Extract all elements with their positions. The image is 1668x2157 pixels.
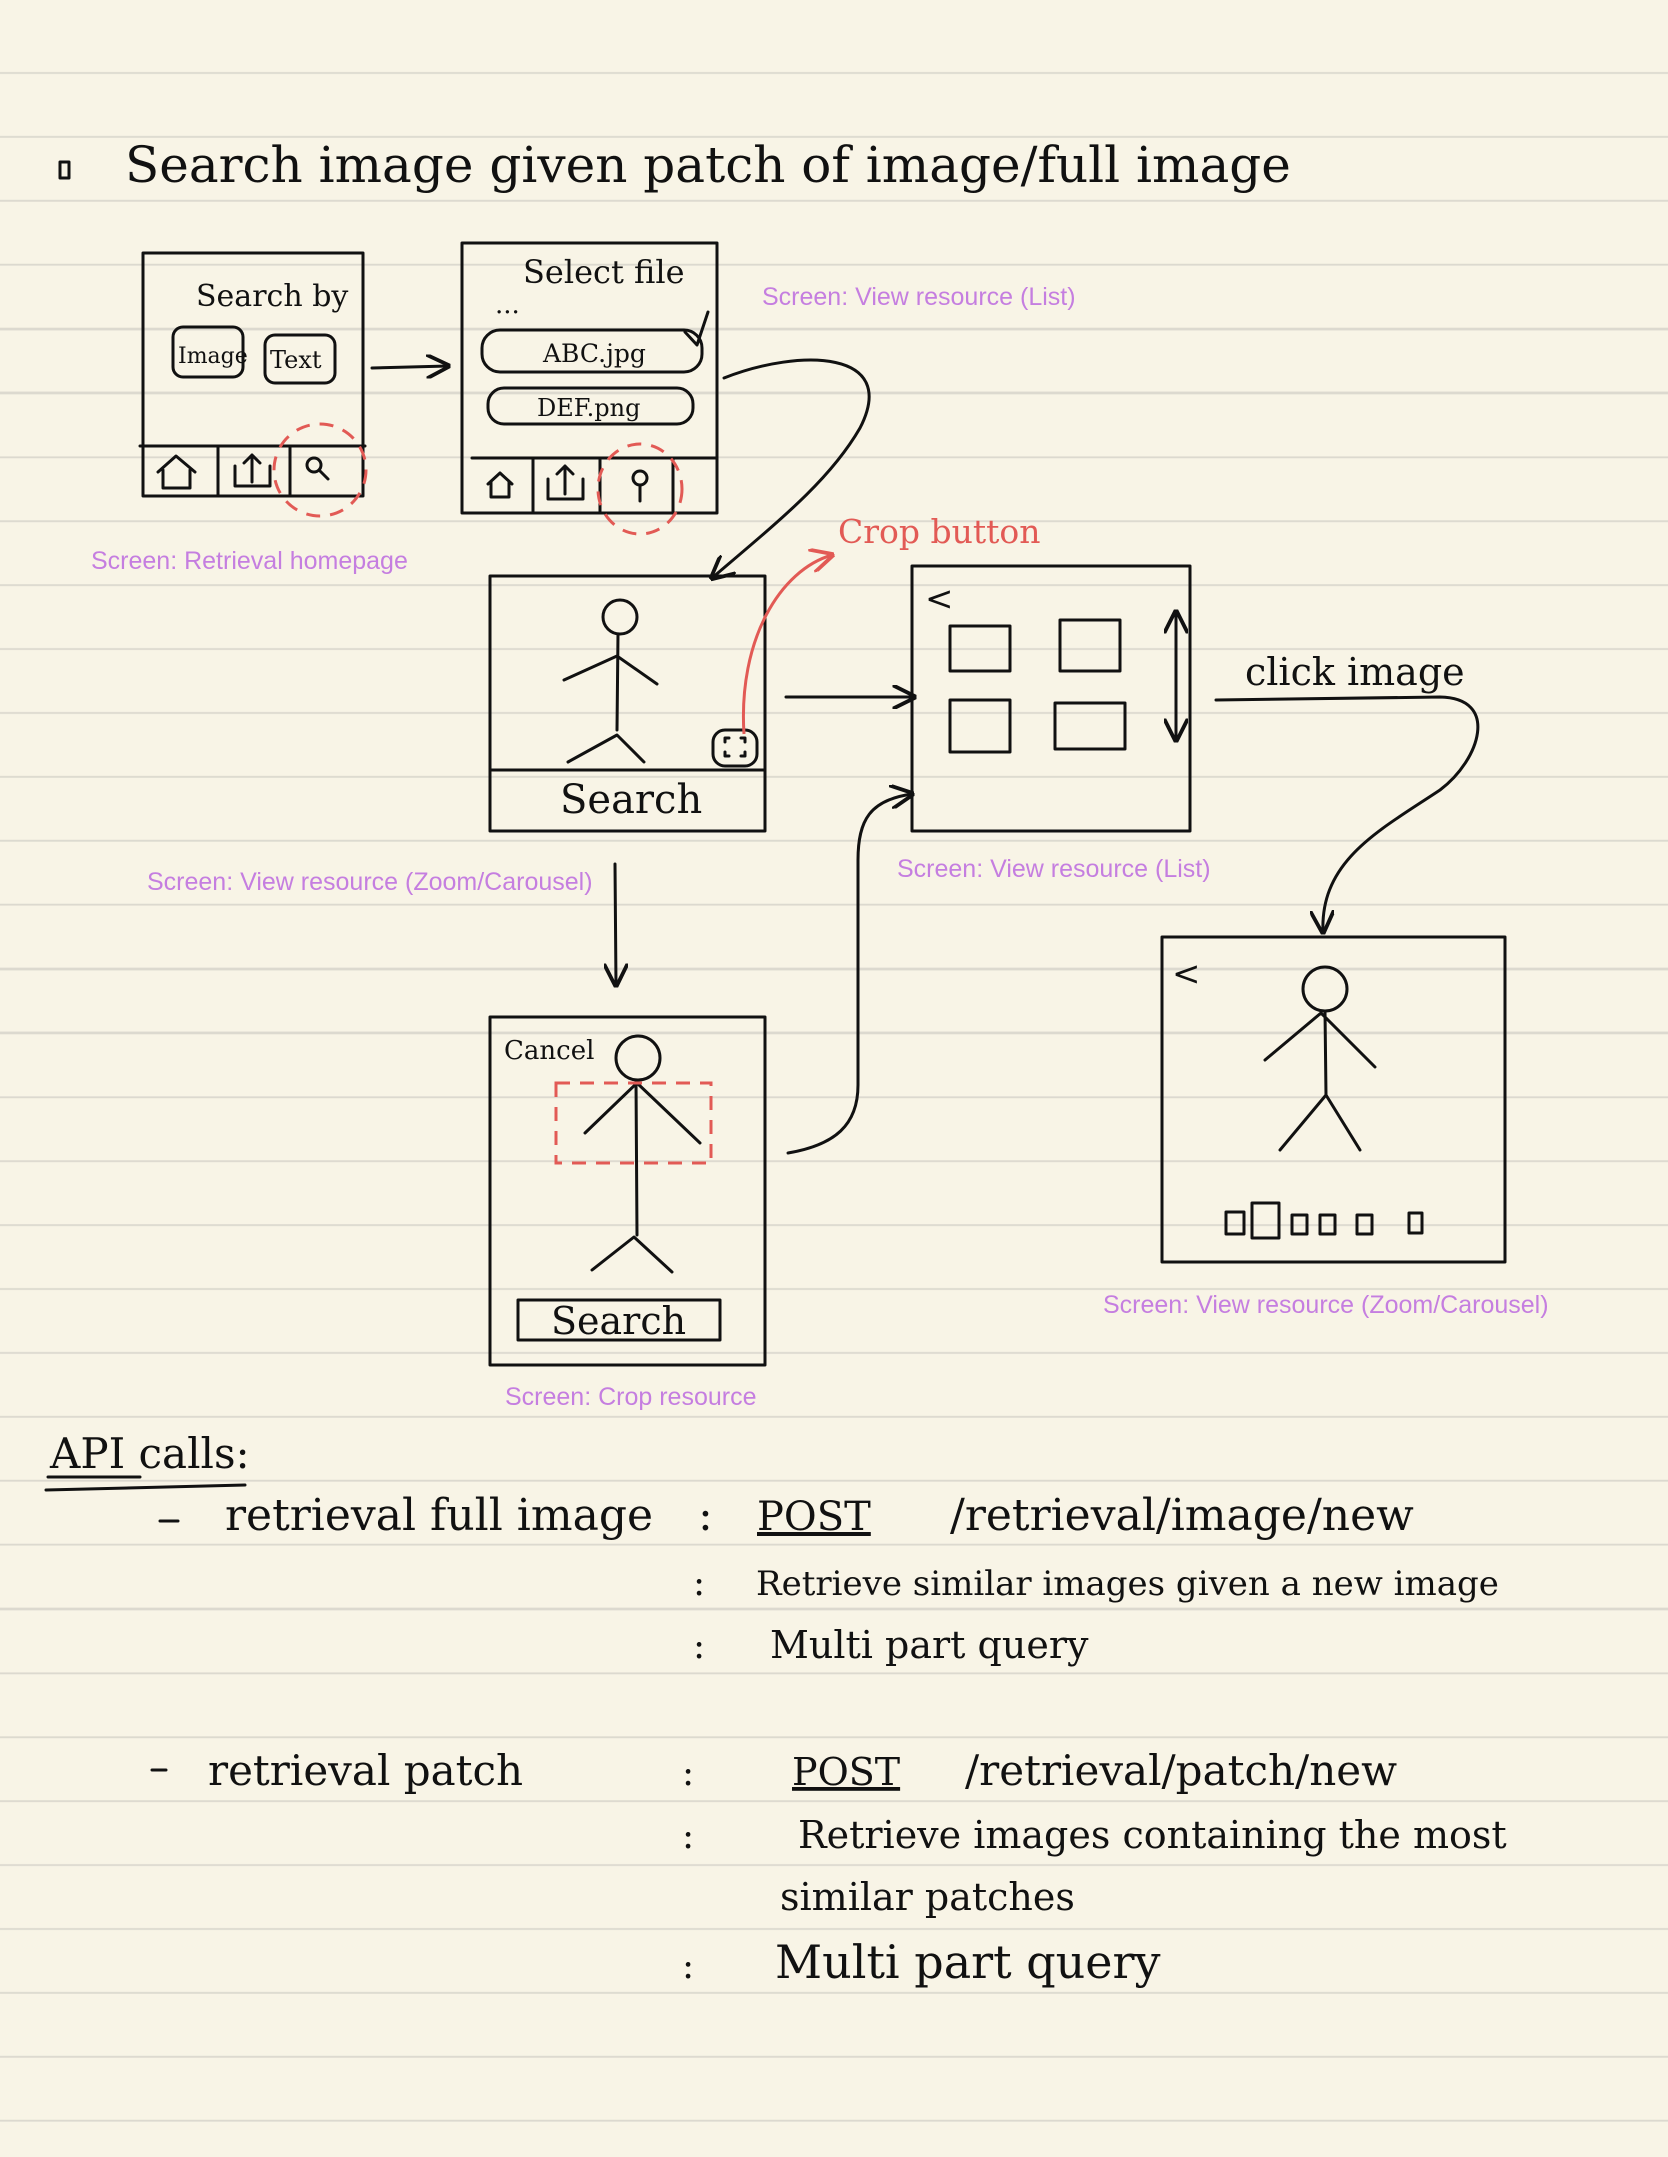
api-description-line-1: Retrieve images containing the most [798,1813,1507,1857]
flow-arrow [712,358,871,578]
api-item-patch: retrieval patch : POST /retrieval/patch/… [150,1746,1507,1989]
caption-resource-list: Screen: View resource (List) [897,855,1211,883]
carousel-thumbnail[interactable] [1355,1213,1374,1236]
stick-figure [1263,1009,1377,1152]
search-tab-highlight [272,422,368,518]
colon: : [682,1946,694,1987]
upload-icon[interactable] [546,464,585,501]
carousel-thumbnail[interactable] [1318,1213,1337,1236]
caption-zoom-search: Screen: View resource (Zoom/Carousel) [147,868,593,896]
colon: : [698,1490,713,1541]
api-description-line-2: similar patches [780,1875,1075,1919]
screen-retrieval-homepage: Search by Image Text [138,251,368,518]
api-heading: API calls: [49,1429,250,1478]
thumbnail[interactable] [1053,701,1127,751]
file-list-ellipsis: ... [495,290,520,320]
crop-button[interactable] [711,728,759,768]
page-title: Search image given patch of image/full i… [125,136,1291,194]
api-item-full-image: retrieval full image : POST /retrieval/i… [158,1490,1499,1667]
carousel-thumbnail-active[interactable] [1250,1201,1281,1240]
search-icon[interactable] [631,469,649,503]
stick-figure-head [614,1034,662,1082]
colon: : [682,1816,694,1857]
list-back-icon[interactable]: < [925,579,954,619]
crop-search-button[interactable] [516,1298,722,1342]
screen-zoom-search: Search [488,574,767,833]
text-option-button[interactable] [263,333,337,385]
caption-crop-resource: Screen: Crop resource [505,1383,757,1411]
stick-figure-head [601,598,639,636]
search-tab-highlight [596,442,684,536]
flow-arrow [1214,695,1480,932]
click-image-annotation: click image [1245,650,1465,694]
flow-arrow [370,366,448,368]
api-path: /retrieval/patch/new [965,1746,1397,1795]
stick-figure [583,1078,702,1274]
screen-resource-list: < [910,564,1192,833]
image-option-button[interactable] [171,325,245,379]
crop-selection-box[interactable] [554,1081,713,1165]
api-name: retrieval full image [225,1490,653,1541]
file-item-abc[interactable] [480,328,704,374]
cancel-button[interactable]: Cancel [504,1036,594,1066]
colon: : [682,1753,694,1794]
crop-search-label: Search [551,1299,686,1343]
search-by-heading: Search by [196,279,348,314]
file-name-def: DEF.png [537,394,641,422]
api-query: Multi part query [775,1935,1161,1989]
screen-crop-resource: Cancel Search [488,1015,767,1367]
file-name-abc: ABC.jpg [542,339,646,368]
carousel-back-icon[interactable]: < [1172,954,1201,994]
api-name: retrieval patch [208,1746,523,1795]
stick-figure-head [1301,965,1349,1013]
file-item-def[interactable] [486,386,695,426]
screen-select-file: Select file ... ABC.jpg DEF.png [460,241,719,536]
crop-icon [723,736,747,758]
carousel-thumbnail[interactable] [1290,1213,1309,1236]
annotation-arrow [741,555,832,735]
api-description: Retrieve similar images given a new imag… [756,1564,1499,1604]
colon: : [693,1626,705,1667]
image-option-label: Image [178,344,248,369]
flow-arrow [786,794,912,1155]
thumbnail[interactable] [948,698,1012,754]
flow-arrow [615,862,616,985]
home-icon[interactable] [156,454,197,490]
search-icon[interactable] [305,456,330,481]
checkmark-icon [683,310,710,347]
caption-retrieval-homepage: Screen: Retrieval homepage [91,547,408,575]
api-method: POST [792,1750,900,1794]
caption-select-file: Screen: View resource (List) [762,283,1076,311]
carousel-thumbnail[interactable] [1407,1211,1424,1235]
stick-figure [562,632,659,764]
crop-button-annotation: Crop button [838,512,1041,551]
carousel-thumbnail[interactable] [1224,1210,1246,1236]
upload-icon[interactable] [233,453,272,488]
search-button-label: Search [560,777,702,823]
bullet-icon [58,160,71,180]
api-query: Multi part query [770,1623,1089,1667]
api-method: POST [757,1494,871,1540]
home-icon[interactable] [486,471,514,499]
caption-zoom-carousel: Screen: View resource (Zoom/Carousel) [1103,1291,1549,1319]
screen-zoom-carousel: < [1160,935,1507,1264]
api-path: /retrieval/image/new [950,1490,1414,1541]
text-option-label: Text [270,346,322,374]
thumbnail[interactable] [1058,618,1122,673]
colon: : [693,1563,705,1604]
search-button[interactable] [492,772,763,829]
thumbnail[interactable] [948,624,1012,673]
select-file-heading: Select file [523,253,685,291]
